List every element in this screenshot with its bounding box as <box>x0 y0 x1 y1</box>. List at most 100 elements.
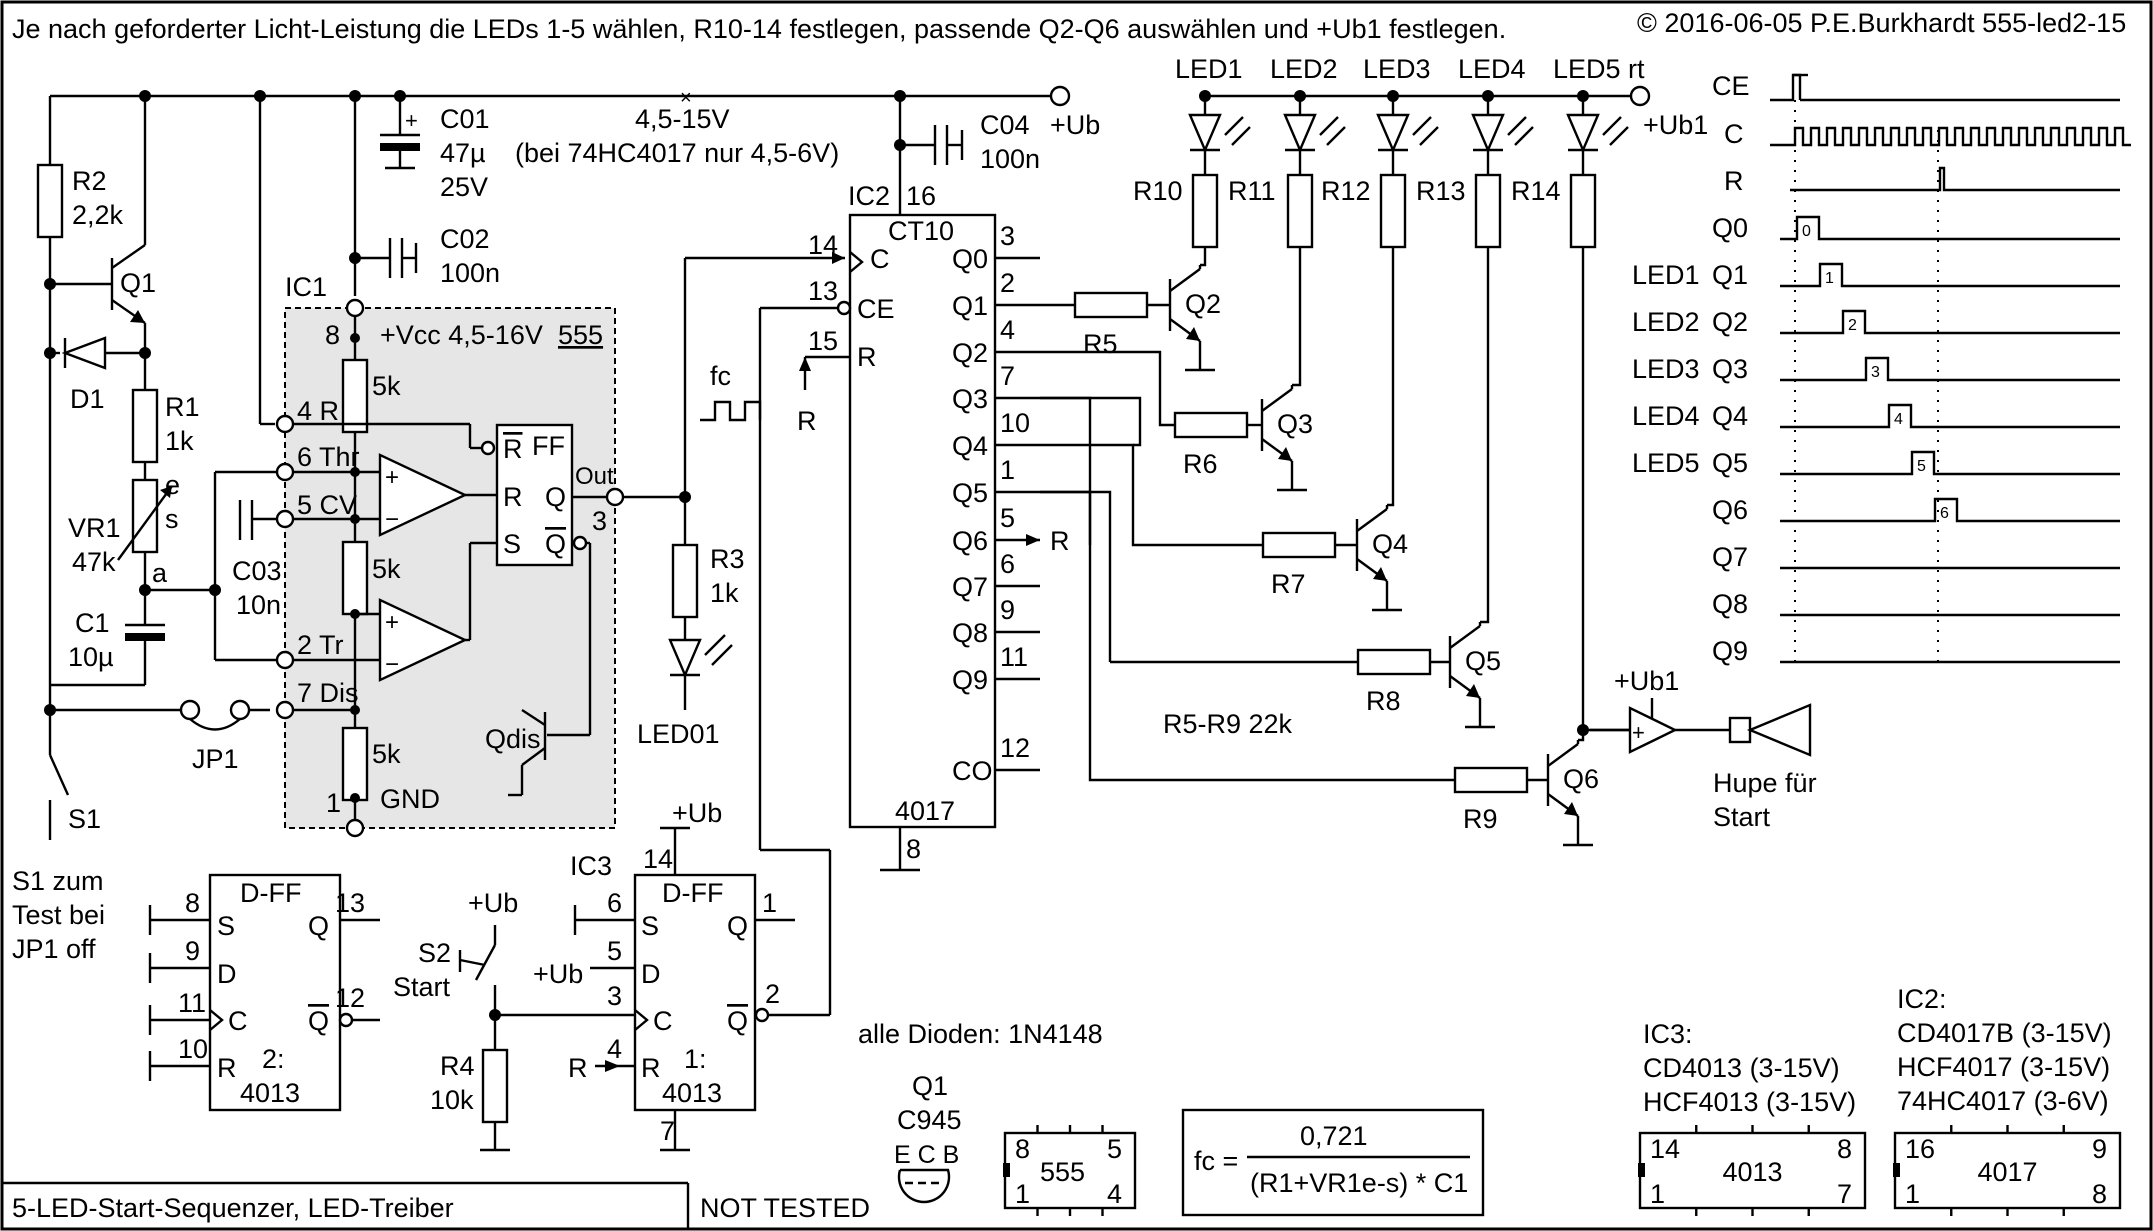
timing-row-label: Q9 <box>1712 636 1748 666</box>
svg-text:R: R <box>217 1053 237 1083</box>
resistor-label: R8 <box>1366 686 1401 716</box>
transistor-label: Q6 <box>1563 764 1599 794</box>
package-name: 555 <box>1040 1157 1085 1187</box>
ic3-ff1: IC3 +Ub 14 D-FF S D C R 1: 4013 Q Q 7 6 … <box>495 798 795 1152</box>
svg-text:10: 10 <box>178 1034 208 1064</box>
c04-value: 100n <box>980 144 1040 174</box>
timing-row-label: Q3 <box>1712 354 1748 384</box>
svg-text:+: + <box>1632 720 1645 745</box>
svg-text:2:: 2: <box>262 1044 285 1074</box>
timing-row-label: Q5 <box>1712 448 1748 478</box>
timing-row-label: Q2 <box>1712 307 1748 337</box>
svg-text:CE: CE <box>857 294 895 324</box>
svg-text:8: 8 <box>325 320 340 350</box>
svg-text:74HC4017 (3-6V): 74HC4017 (3-6V) <box>1897 1086 2109 1116</box>
s1-note-3: JP1 off <box>12 934 96 964</box>
r3-label: R3 <box>710 544 745 574</box>
package-pin: 5 <box>1107 1134 1122 1164</box>
timing-row-label: Q1 <box>1712 260 1748 290</box>
pin-number: 7 <box>1000 361 1015 391</box>
svg-text:13: 13 <box>808 276 838 306</box>
timing-row-label: C <box>1724 119 1744 149</box>
pulse-number: 5 <box>1917 458 1926 475</box>
q6-reset-label: R <box>1050 526 1070 556</box>
svg-text:4013: 4013 <box>662 1078 722 1108</box>
led-label: LED2 <box>1270 54 1338 84</box>
supply-range: 4,5-15V <box>635 104 730 134</box>
pulse-number: 2 <box>1848 317 1857 334</box>
output-label: Q4 <box>952 431 988 461</box>
led-label: LED3 <box>1363 54 1431 84</box>
ic3-name: IC3 <box>570 851 612 881</box>
capacitor-c01: + C01 47µ 25V <box>380 96 490 202</box>
svg-text:C: C <box>870 244 890 274</box>
capacitor-c04: C04 100n <box>894 96 1040 200</box>
package-name: 4013 <box>1723 1157 1783 1187</box>
svg-text:5k: 5k <box>372 554 401 584</box>
ic2-type: 4017 <box>895 796 955 826</box>
c01-value: 47µ <box>440 138 486 168</box>
timing-row-label: Q4 <box>1712 401 1748 431</box>
svg-text:S: S <box>217 911 235 941</box>
svg-text:12: 12 <box>335 983 365 1013</box>
ub1-label: +Ub1 <box>1643 110 1708 140</box>
s2-label: S2 <box>418 938 451 968</box>
ic1-555: IC1 8 +Vcc 4,5-16V 555 5k 5k 5k 1 GND 4 … <box>275 272 625 838</box>
svg-text:D: D <box>217 959 237 989</box>
svg-text:1: 1 <box>762 888 777 918</box>
resistor-label: R6 <box>1183 449 1218 479</box>
svg-text:R: R <box>503 434 523 464</box>
horn-driver: +Ub1 + Hupe für Start R5-R9 22k <box>1163 666 1817 832</box>
c03-value: 10n <box>236 590 281 620</box>
package-pin: 14 <box>1650 1134 1680 1164</box>
svg-text:5: 5 <box>607 936 622 966</box>
svg-text:5 CV: 5 CV <box>297 490 357 520</box>
output-label: Q3 <box>952 384 988 414</box>
svg-text:HCF4017 (3-15V): HCF4017 (3-15V) <box>1897 1052 2110 1082</box>
svg-text:IC3:: IC3: <box>1643 1019 1693 1049</box>
resistor-label: R9 <box>1463 804 1498 834</box>
package-pin: 8 <box>2092 1179 2107 1209</box>
qdis-label: Qdis <box>485 724 541 754</box>
timing-led-label: LED2 <box>1632 307 1700 337</box>
pin-number: 10 <box>1000 408 1030 438</box>
svg-text:4 R: 4 R <box>297 396 339 426</box>
svg-text:7: 7 <box>660 1116 675 1146</box>
output-label: Q2 <box>952 338 988 368</box>
package-pin: 1 <box>1015 1179 1030 1209</box>
svg-text:14: 14 <box>808 230 838 260</box>
svg-text:S: S <box>641 911 659 941</box>
fc-label: fc <box>710 361 731 391</box>
svg-text:+: + <box>385 609 399 636</box>
output-label: Q5 <box>952 478 988 508</box>
package-name: 4017 <box>1978 1157 2038 1187</box>
svg-text:R: R <box>503 482 523 512</box>
svg-text:R: R <box>797 406 817 436</box>
pin-number: 5 <box>1000 503 1015 533</box>
c02-name: C02 <box>440 224 490 254</box>
svg-text:7 Dis: 7 Dis <box>297 678 359 708</box>
svg-text:FF: FF <box>532 431 565 461</box>
ic1-name: IC1 <box>285 272 327 302</box>
svg-text:Q: Q <box>308 1006 329 1036</box>
pulse-number: 3 <box>1871 364 1880 381</box>
output-label: Q8 <box>952 618 988 648</box>
svg-text:+Ub: +Ub <box>672 798 722 828</box>
pin-number: 4 <box>1000 315 1015 345</box>
supply-rail: +Ub 4,5-15V (bei 74HC4017 nur 4,5-6V) × <box>50 85 1100 168</box>
led-label: LED1 <box>1175 54 1243 84</box>
horn-ub1: +Ub1 <box>1614 666 1679 696</box>
led-rail: +Ub1 <box>1200 85 1708 140</box>
header-title: Je nach geforderter Licht-Leistung die L… <box>12 14 1506 44</box>
notes: alle Dioden: 1N4148 Q1 C945 E C B IC3: C… <box>858 984 2112 1204</box>
package-pin: 8 <box>1015 1134 1030 1164</box>
svg-text:Q: Q <box>727 1006 748 1036</box>
pin-number: 6 <box>1000 549 1015 579</box>
svg-text:5k: 5k <box>372 739 401 769</box>
pin-number: 2 <box>1000 268 1015 298</box>
svg-text:2 Tr: 2 Tr <box>297 630 344 660</box>
pulse-number: 1 <box>1825 270 1834 287</box>
svg-text:HCF4013 (3-15V): HCF4013 (3-15V) <box>1643 1087 1856 1117</box>
